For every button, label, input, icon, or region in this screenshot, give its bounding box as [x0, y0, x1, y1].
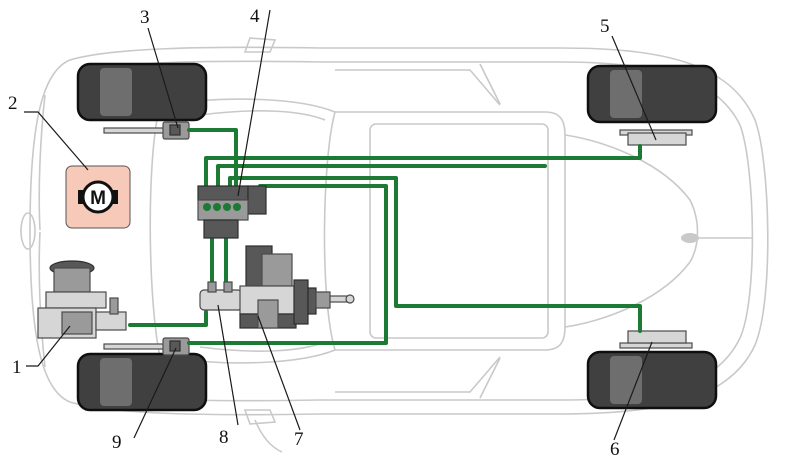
- rear-right-brake-drum: [619, 330, 693, 349]
- callout-6: 6: [610, 439, 620, 460]
- callout-2: 2: [8, 93, 18, 114]
- rear-left-brake-drum: [619, 129, 693, 146]
- car-body-outline: [20, 37, 769, 453]
- front-right-wheel: [76, 352, 208, 412]
- component-2-motor: M: [65, 165, 131, 229]
- front-left-brake-caliper: [103, 121, 190, 140]
- component-7-brake-booster: [239, 245, 355, 329]
- callout-7: 7: [294, 429, 304, 450]
- callout-1: 1: [12, 357, 22, 378]
- rear-left-wheel: [586, 64, 718, 124]
- motor-letter: M: [90, 188, 106, 209]
- brake-lines: [128, 128, 642, 345]
- front-right-brake-caliper: [103, 337, 190, 356]
- callout-3: 3: [140, 7, 150, 28]
- callout-9: 9: [112, 432, 122, 453]
- component-4-hydraulic-unit: [197, 185, 267, 239]
- component-8-master-cylinder: [199, 281, 243, 311]
- leader-lines: [24, 9, 657, 441]
- callout-8: 8: [219, 427, 229, 448]
- callout-labels: 1 2 3 4 5 6 7 8 9: [8, 6, 620, 460]
- callout-4: 4: [250, 6, 260, 27]
- front-left-wheel: [76, 62, 208, 122]
- component-1-reservoir-assembly: [37, 260, 127, 339]
- callout-5: 5: [600, 16, 610, 37]
- rear-right-wheel: [586, 350, 718, 410]
